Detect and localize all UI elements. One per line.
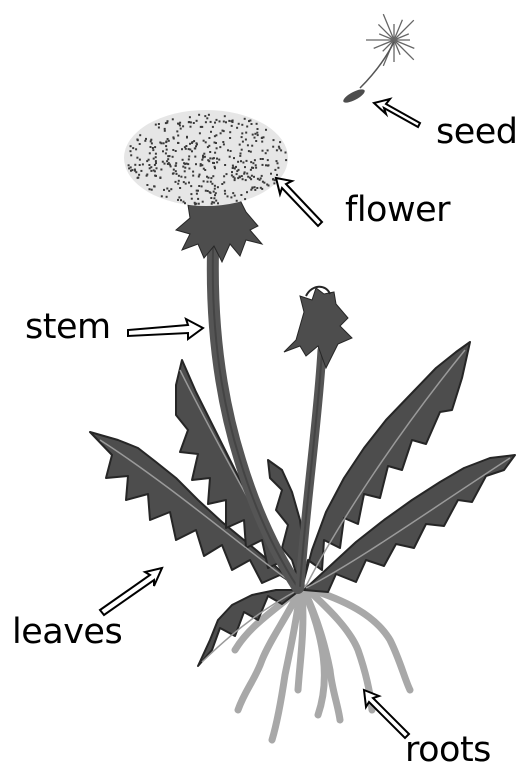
label-leaves: leaves: [12, 615, 122, 650]
arrow-flower: [276, 178, 322, 226]
arrow-roots: [364, 690, 409, 738]
label-stem: stem: [25, 310, 111, 345]
label-flower: flower: [345, 193, 450, 228]
seed-head: [124, 110, 288, 262]
arrow-leaves: [100, 568, 162, 615]
label-roots: roots: [405, 733, 491, 768]
flying-seed: [342, 14, 415, 105]
arrow-stem: [128, 319, 203, 339]
label-seed: seed: [436, 115, 518, 150]
arrow-seed: [374, 99, 420, 127]
